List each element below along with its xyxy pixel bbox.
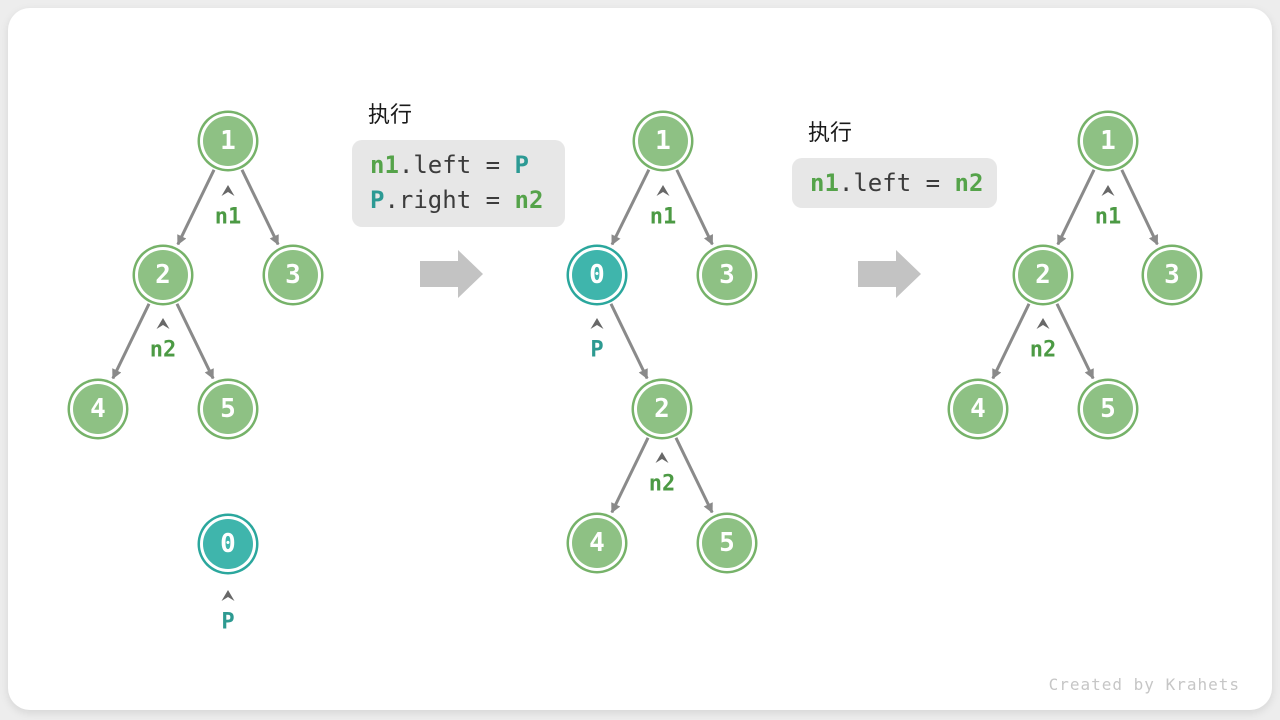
watermark-credit: Created by Krahets bbox=[1048, 675, 1240, 694]
tree-node: 3 bbox=[702, 250, 752, 300]
code-block-title: 执行 bbox=[808, 120, 853, 145]
pointer-caret-icon bbox=[156, 318, 170, 329]
node-value: 3 bbox=[1164, 260, 1180, 290]
tree-node: 1 bbox=[1083, 116, 1133, 166]
code-box: n1.left = n2 bbox=[792, 158, 997, 208]
tree-node: 2 bbox=[138, 250, 188, 300]
pointer-label: n1 bbox=[1094, 204, 1122, 230]
pointer-caret-icon bbox=[655, 452, 669, 463]
node-value: 1 bbox=[220, 126, 236, 156]
code-block-title: 执行 bbox=[368, 102, 413, 127]
pointer-caret-icon bbox=[221, 590, 235, 601]
tree-edge bbox=[1120, 169, 1159, 246]
node-value: 4 bbox=[90, 394, 106, 424]
node-value: 3 bbox=[285, 260, 301, 290]
node-value: 5 bbox=[1100, 394, 1116, 424]
tree-edge bbox=[175, 303, 215, 380]
node-value: 3 bbox=[719, 260, 735, 290]
flow-arrow-icon bbox=[420, 250, 483, 298]
code-line: P.right = n2 bbox=[370, 183, 565, 218]
pointer-caret-icon bbox=[656, 185, 670, 196]
tree-node: 3 bbox=[268, 250, 318, 300]
tree-edge bbox=[609, 303, 649, 380]
tree-node: 0 bbox=[572, 250, 622, 300]
code-token: .left = bbox=[838, 169, 955, 197]
tree-node: 5 bbox=[1083, 384, 1133, 434]
node-value: 0 bbox=[589, 260, 605, 290]
tree-edge bbox=[1056, 169, 1096, 246]
node-value: 5 bbox=[220, 394, 236, 424]
tree-node: 4 bbox=[953, 384, 1003, 434]
pointer-label: n1 bbox=[649, 204, 677, 230]
node-value: 0 bbox=[220, 529, 236, 559]
node-value: 4 bbox=[589, 528, 605, 558]
pointer-caret-icon bbox=[590, 318, 604, 329]
code-token: n1 bbox=[370, 151, 399, 179]
pointer-label: n2 bbox=[149, 337, 177, 363]
node-value: 1 bbox=[655, 126, 671, 156]
tree-edge bbox=[1055, 303, 1095, 380]
pointer-label: n1 bbox=[214, 204, 242, 230]
code-token: P bbox=[370, 186, 385, 214]
tree-edge bbox=[610, 169, 651, 246]
tree-edge bbox=[610, 437, 650, 514]
tree-edge bbox=[675, 169, 714, 246]
pointer-label: P bbox=[221, 609, 235, 635]
pointer-caret-icon bbox=[221, 185, 235, 196]
tree-node: 4 bbox=[73, 384, 123, 434]
tree-node: 2 bbox=[637, 384, 687, 434]
tree-node: 5 bbox=[702, 518, 752, 568]
code-token: n1 bbox=[810, 169, 839, 197]
flow-arrow-icon bbox=[858, 250, 921, 298]
tree-edge bbox=[674, 437, 714, 514]
tree-node: 4 bbox=[572, 518, 622, 568]
tree-node: 1 bbox=[638, 116, 688, 166]
pointer-label: P bbox=[590, 337, 604, 363]
tree-node: 0 bbox=[203, 519, 253, 569]
node-value: 2 bbox=[155, 260, 171, 290]
tree-node: 5 bbox=[203, 384, 253, 434]
node-value: 2 bbox=[1035, 260, 1051, 290]
code-token: .right = bbox=[384, 186, 515, 214]
tree-node: 1 bbox=[203, 116, 253, 166]
code-token: P bbox=[514, 151, 529, 179]
tree-edge bbox=[240, 169, 280, 246]
code-token: n2 bbox=[954, 169, 984, 197]
tree-edge bbox=[111, 303, 151, 380]
tree-edge bbox=[176, 169, 216, 246]
pointer-caret-icon bbox=[1101, 185, 1115, 196]
tree-edge bbox=[991, 303, 1031, 380]
pointer-label: n2 bbox=[648, 471, 676, 497]
pointer-caret-icon bbox=[1036, 318, 1050, 329]
node-value: 1 bbox=[1100, 126, 1116, 156]
node-value: 2 bbox=[654, 394, 670, 424]
tree-node: 2 bbox=[1018, 250, 1068, 300]
tree-node: 3 bbox=[1147, 250, 1197, 300]
code-line: n1.left = P bbox=[370, 148, 565, 183]
node-value: 5 bbox=[719, 528, 735, 558]
pointer-label: n2 bbox=[1029, 337, 1057, 363]
node-value: 4 bbox=[970, 394, 986, 424]
code-line: n1.left = n2 bbox=[810, 166, 997, 201]
code-token: .left = bbox=[398, 151, 515, 179]
code-token: n2 bbox=[514, 186, 544, 214]
